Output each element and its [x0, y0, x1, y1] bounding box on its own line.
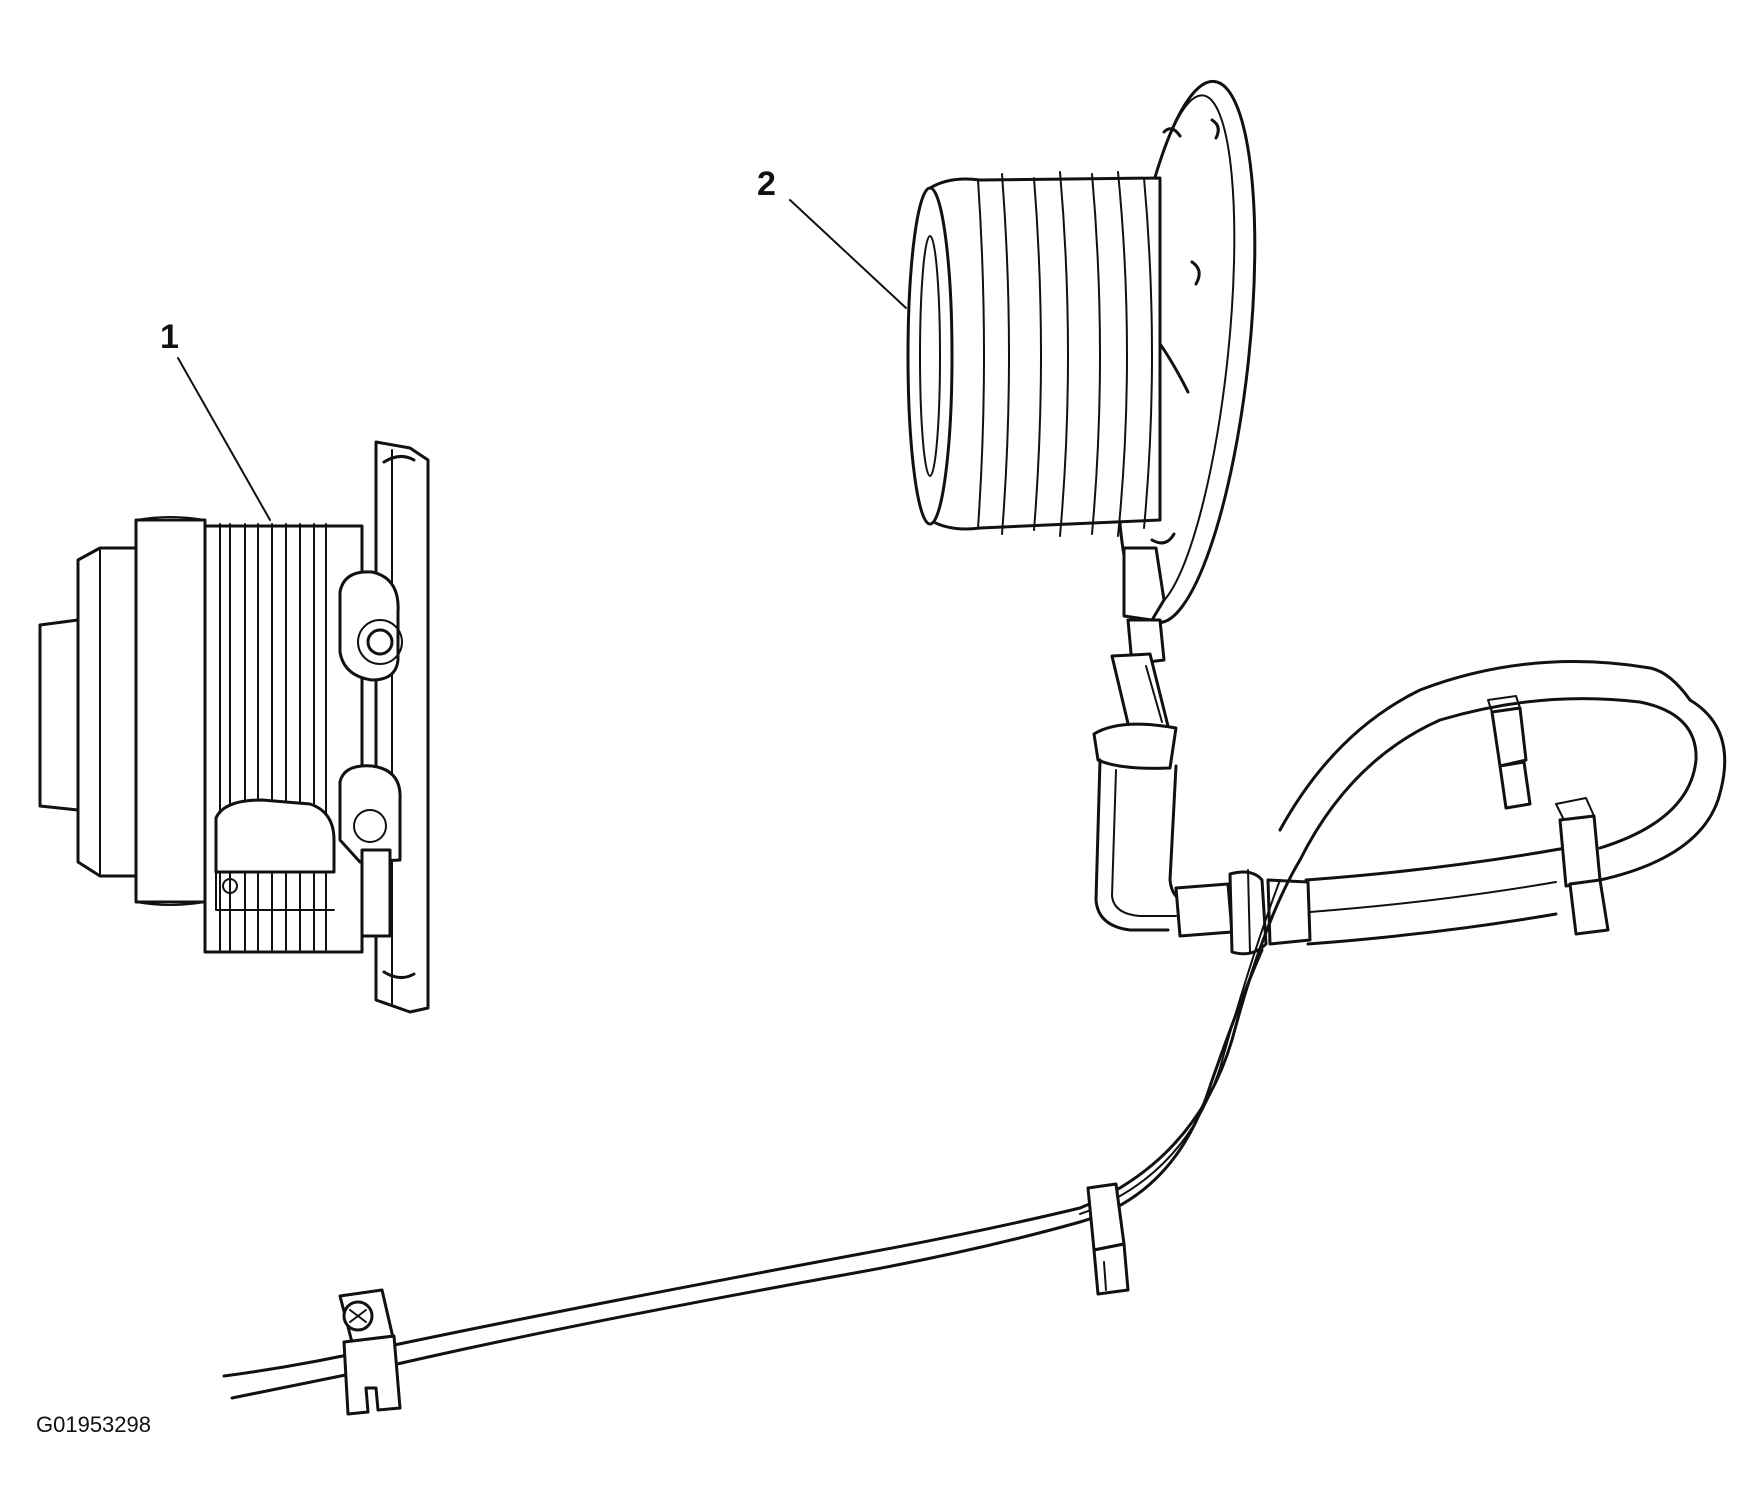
line-clip-upper [1487, 695, 1532, 810]
line-clip-bolted [338, 1288, 402, 1416]
line-clip-right [1555, 797, 1610, 936]
part-1-release-bearing [38, 440, 430, 1014]
callout-1-leader-line [177, 357, 271, 521]
part-1-ribs [219, 523, 327, 951]
callout-label-1: 1 [160, 318, 179, 356]
figure-code: G01953298 [36, 1412, 151, 1437]
callout-label-2: 2 [757, 165, 776, 203]
part-2-slave-cylinder [906, 79, 1257, 770]
callout-2-leader-line [789, 199, 907, 309]
part-2-bellows-folds [977, 171, 1153, 537]
line-clip-middle [1086, 1182, 1130, 1296]
